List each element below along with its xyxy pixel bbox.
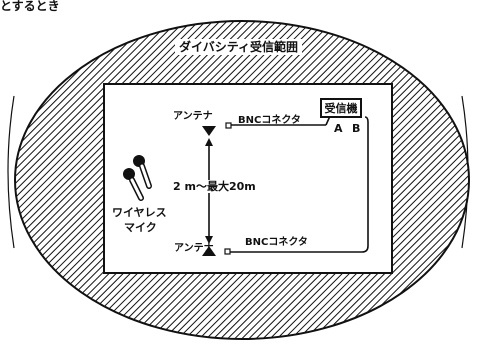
left-boundary-arc — [7, 95, 15, 249]
wireless-microphone-icon — [133, 155, 152, 189]
antenna-triangle-icon — [202, 126, 216, 136]
antenna-triangle-icon — [202, 246, 216, 256]
arrow-down-icon — [205, 236, 213, 244]
mic-label-line1: ワイヤレス — [112, 206, 167, 219]
receiver-box: 受信機 — [320, 98, 362, 118]
port-a-label: A — [334, 122, 343, 135]
bottom-cable — [230, 116, 369, 253]
connector-box-top — [225, 122, 232, 129]
region-title-text: ダイバシティ受信範囲 — [174, 39, 303, 55]
top-text-fragment: とするとき — [0, 0, 60, 13]
wireless-microphone-icon — [123, 168, 144, 201]
distance-label: 2 m～最大20m — [173, 180, 256, 193]
connector-bottom-label: BNCコネクタ — [245, 237, 308, 248]
connector-box-bottom — [224, 248, 231, 255]
region-title: ダイバシティ受信範囲 — [0, 39, 477, 55]
antenna-top-label: アンテナ — [173, 111, 213, 122]
antenna-bottom-label: アンテナ — [174, 243, 214, 254]
arrow-up-icon — [205, 138, 213, 146]
connector-top-label: BNCコネクタ — [238, 115, 301, 126]
port-b-label: B — [352, 122, 361, 135]
mic-label-line2: マイク — [124, 221, 157, 234]
